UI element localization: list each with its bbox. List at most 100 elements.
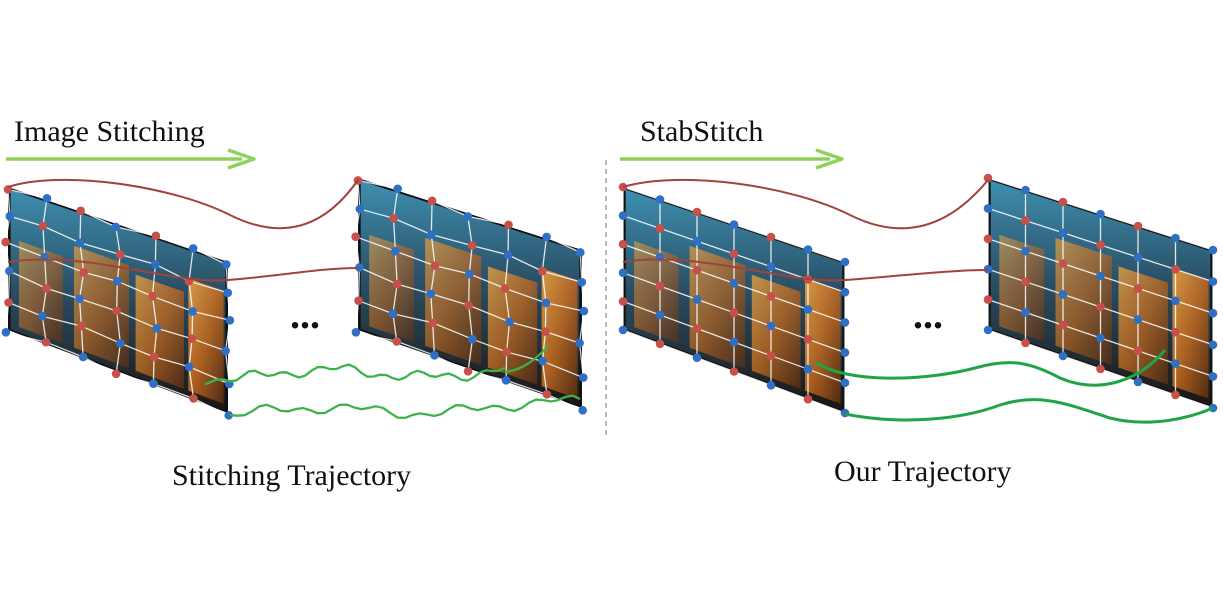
mesh-node — [112, 306, 121, 316]
grid-mesh-icon — [392, 188, 399, 342]
mesh-node — [1133, 252, 1143, 262]
mesh-node — [464, 301, 474, 310]
grid-mesh-icon — [504, 224, 511, 381]
mesh-node — [542, 390, 552, 399]
mesh-node — [1058, 290, 1068, 299]
link-curve-left-top — [7, 178, 359, 230]
grid-mesh-icon — [188, 248, 195, 399]
mesh-node — [389, 214, 398, 223]
mesh-node — [393, 184, 403, 194]
mesh-node — [430, 261, 440, 271]
grid-mesh-icon — [467, 216, 474, 372]
grid-mesh-icon — [4, 189, 11, 333]
mesh-node — [692, 324, 702, 333]
mesh-node — [75, 238, 85, 248]
mesh-node — [729, 308, 739, 318]
mesh-node — [77, 321, 86, 331]
mesh-node — [1171, 233, 1180, 243]
mesh-node — [766, 292, 776, 301]
mesh-node — [355, 263, 364, 272]
mesh-node — [541, 298, 551, 308]
mesh-node — [692, 266, 702, 275]
mesh-node — [427, 196, 437, 206]
mesh-node — [38, 221, 48, 231]
stitching-trajectory-lower — [229, 394, 581, 420]
mesh-node — [392, 279, 402, 289]
mesh-node — [803, 364, 813, 374]
mesh-node — [1096, 271, 1105, 281]
right-heading: StabStitch — [640, 115, 763, 148]
mesh-node — [221, 346, 230, 356]
grid-mesh-icon — [78, 210, 85, 358]
building-block — [188, 278, 224, 404]
mesh-node — [1096, 364, 1105, 374]
mesh-node — [504, 220, 513, 230]
grid-mesh-icon — [541, 236, 548, 395]
mesh-node — [983, 204, 993, 213]
mesh-node — [148, 292, 157, 301]
mesh-node — [803, 245, 813, 254]
mesh-node — [576, 248, 585, 257]
mesh-node — [1133, 346, 1143, 356]
mesh-node — [729, 367, 739, 376]
mesh-node — [111, 222, 121, 232]
building-block — [19, 240, 63, 344]
grid-mesh-icon — [41, 198, 48, 343]
mesh-node — [1171, 327, 1180, 337]
grid-mesh-icon — [430, 200, 436, 356]
mesh-node — [116, 339, 125, 348]
mesh-node — [983, 234, 993, 244]
mesh-node — [1208, 372, 1218, 381]
mesh-node — [1058, 320, 1068, 330]
mesh-node — [983, 173, 993, 183]
mesh-node — [468, 334, 477, 344]
grid-mesh-icon — [354, 180, 361, 333]
mesh-node — [1133, 315, 1143, 324]
mesh-node — [1096, 302, 1105, 312]
link-curve-left-mid — [7, 258, 359, 282]
mesh-node — [1171, 359, 1180, 368]
mesh-node — [223, 288, 233, 298]
mesh-node — [151, 231, 161, 241]
mesh-node — [1021, 246, 1030, 256]
mesh-node — [1133, 221, 1143, 231]
mesh-node — [840, 318, 850, 327]
grid-mesh-icon — [115, 226, 122, 374]
mesh-node — [225, 316, 235, 325]
mesh-node — [618, 297, 628, 306]
mesh-node — [151, 260, 160, 269]
mesh-node — [351, 232, 360, 241]
mesh-node — [803, 335, 813, 344]
mesh-node — [4, 298, 13, 307]
mesh-node — [427, 230, 436, 239]
mesh-node — [463, 212, 473, 221]
mesh-node — [500, 284, 510, 293]
mesh-node — [692, 353, 702, 363]
mesh-node — [840, 378, 850, 388]
mesh-node — [42, 194, 52, 203]
mesh-node — [355, 204, 365, 214]
mesh-node — [505, 317, 514, 327]
mesh-node — [388, 309, 398, 319]
link-curve-right-top — [622, 178, 989, 230]
mesh-node — [578, 406, 587, 415]
mesh-node — [38, 311, 47, 321]
mesh-node — [538, 356, 547, 366]
left-arrow-icon — [6, 148, 256, 170]
mesh-node — [766, 232, 776, 242]
our-trajectory-upper — [814, 349, 1167, 387]
mesh-node — [766, 321, 776, 331]
building-block — [751, 274, 801, 389]
mesh-node — [1208, 277, 1218, 286]
mesh-node — [187, 334, 197, 344]
mesh-node — [983, 295, 993, 304]
mesh-node — [803, 305, 813, 314]
mesh-node — [184, 362, 194, 372]
mesh-node — [840, 348, 850, 357]
mesh-node — [1058, 228, 1068, 238]
mesh-node — [655, 339, 665, 349]
link-curve-right-mid — [622, 258, 989, 282]
mesh-node — [152, 324, 162, 333]
mesh-node — [1171, 390, 1180, 400]
mesh-node — [189, 394, 198, 403]
